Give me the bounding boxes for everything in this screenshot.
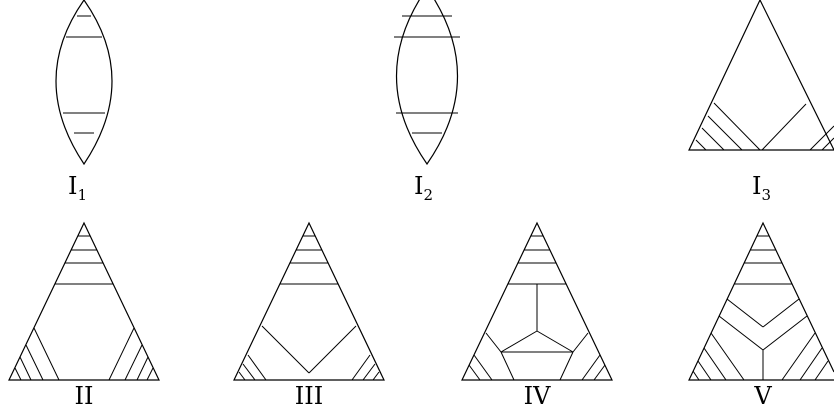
triangle-diagram-i3: I3 <box>688 0 834 204</box>
corner-line <box>238 371 246 381</box>
corner-line <box>362 363 376 381</box>
label-v: V <box>753 382 772 410</box>
corner-line <box>701 127 725 151</box>
corner-line <box>809 125 834 151</box>
corner-line <box>761 103 807 151</box>
chevron-line <box>718 315 764 351</box>
corner-line <box>308 325 357 374</box>
triangle-outline <box>688 221 834 381</box>
corner-line <box>19 356 32 381</box>
label-i2: I2 <box>414 172 433 204</box>
corner-line <box>485 332 502 353</box>
corner-line <box>559 351 574 381</box>
triangle-outline <box>8 221 160 381</box>
corner-line <box>707 115 743 151</box>
lens-outline <box>396 0 458 166</box>
y-junction-arm <box>536 330 574 353</box>
chevron-line <box>762 315 808 351</box>
corner-line <box>695 139 707 151</box>
triangle-diagram-v: V <box>688 221 834 410</box>
corner-line <box>25 344 44 381</box>
corner-line <box>108 327 135 381</box>
triangle-diagram-iv: IV <box>461 221 613 410</box>
corner-line <box>572 332 589 353</box>
triangle-outline <box>461 221 613 381</box>
corner-line <box>799 347 823 381</box>
corner-line <box>473 354 493 381</box>
lens-outline <box>55 0 113 166</box>
corner-line <box>814 360 829 381</box>
chevron-line <box>762 298 800 328</box>
corner-line <box>500 351 515 381</box>
corner-line <box>713 102 761 151</box>
corner-line <box>703 347 727 381</box>
label-ii: II <box>75 382 94 410</box>
corner-line <box>821 137 834 151</box>
corner-line <box>710 332 745 381</box>
corner-line <box>697 360 712 381</box>
lens-diagram-i2: I2 <box>394 0 460 204</box>
label-i3: I3 <box>752 172 771 204</box>
corner-line <box>33 327 60 381</box>
chevron-line <box>726 298 764 328</box>
corner-line <box>247 354 267 381</box>
triangle-diagram-ii: II <box>8 221 160 410</box>
y-junction-arm <box>500 330 538 353</box>
corner-line <box>146 367 154 381</box>
corner-line <box>261 325 310 374</box>
label-iv: IV <box>524 382 551 410</box>
lens-diagram-i1: I1 <box>55 0 113 204</box>
label-iii: III <box>295 382 323 410</box>
triangle-outline <box>688 0 834 151</box>
label-i1: I1 <box>68 172 87 204</box>
corner-line <box>372 371 380 381</box>
corner-line <box>692 370 700 381</box>
corner-line <box>351 354 371 381</box>
triangle-diagram-iii: III <box>233 221 385 410</box>
corner-line <box>136 356 149 381</box>
corner-line <box>781 332 816 381</box>
corner-line <box>14 367 22 381</box>
corner-line <box>581 354 601 381</box>
corner-line <box>468 364 481 381</box>
corner-line <box>242 363 256 381</box>
corner-line <box>593 364 606 381</box>
corner-line <box>124 344 143 381</box>
triangle-outline <box>233 221 385 381</box>
